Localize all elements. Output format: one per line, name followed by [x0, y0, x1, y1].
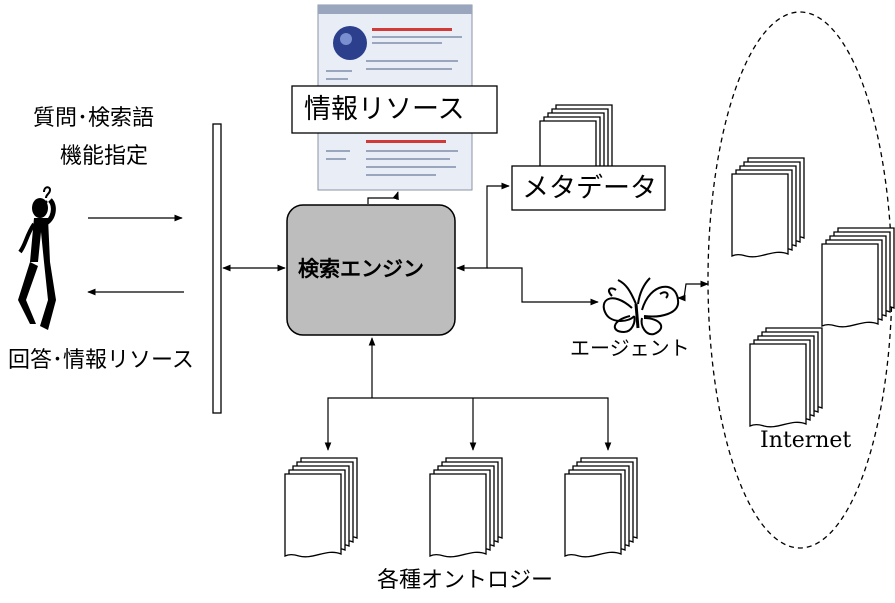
function-label: 機能指定: [60, 144, 149, 169]
search-engine-box: [286, 204, 456, 336]
info-resource-box: [291, 85, 498, 134]
internet-label: Internet: [760, 428, 852, 453]
engine-resource-arrow: [367, 191, 399, 204]
metadata-box: [511, 165, 666, 211]
info-resource-label: 情報リソース: [304, 94, 465, 125]
ontology-document-3: [565, 458, 637, 557]
metadata-label: メタデータ: [522, 173, 657, 204]
engine-metadata-arrow: [456, 182, 510, 272]
ontologies-label: 各種オントロジー: [377, 568, 554, 593]
internet-document-3: [750, 328, 822, 427]
search-engine-label: 検索エンジン: [298, 257, 424, 281]
thinking-person-icon: [18, 186, 56, 330]
internet-document-1: [732, 158, 804, 257]
internet-document-2: [822, 228, 894, 327]
butterfly-agent-icon: [602, 277, 680, 336]
agent-internet-arrow: [677, 280, 709, 302]
engine-agent-arrow: [487, 267, 599, 306]
answer-label: 回答･情報リソース: [8, 348, 194, 373]
ontology-document-2: [430, 458, 502, 557]
ontology-document-1: [285, 458, 357, 557]
agent-label: エージェント: [570, 336, 690, 360]
interface-bar: [212, 123, 222, 414]
query-label: 質問･検索語: [33, 106, 155, 131]
ontology-branch-line: [324, 397, 612, 451]
